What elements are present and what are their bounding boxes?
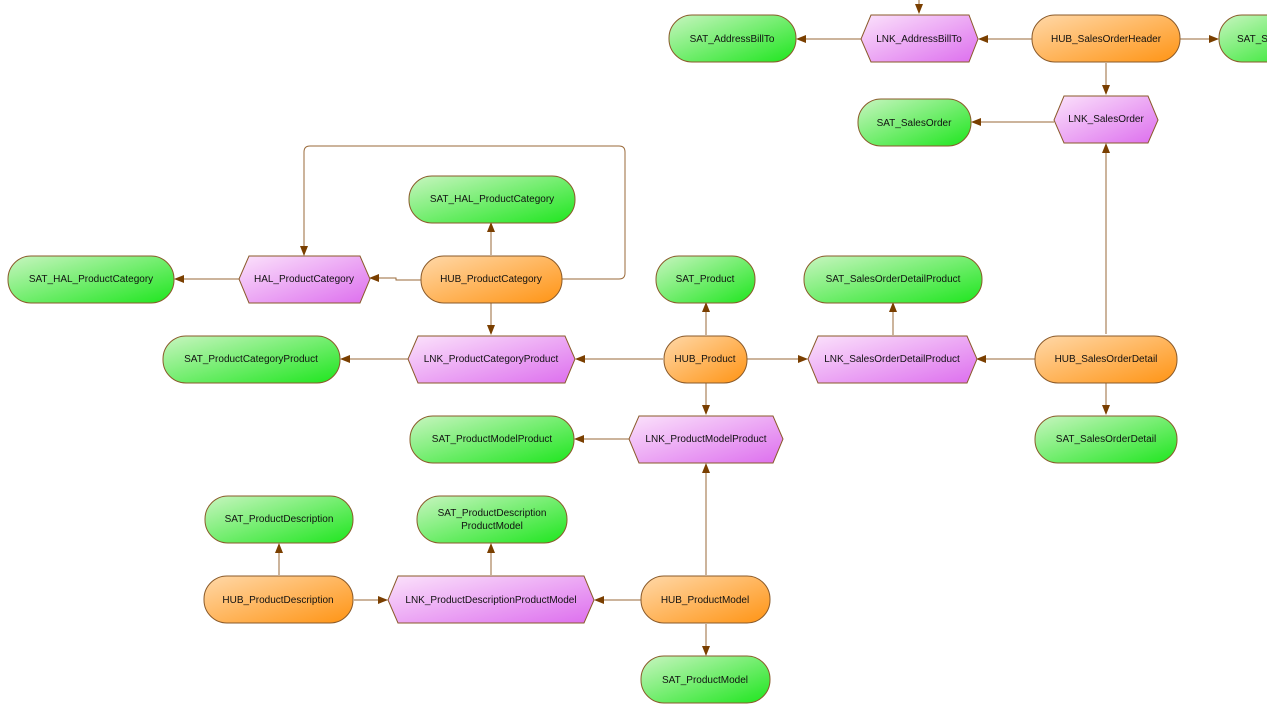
- node-sat-addressbillto[interactable]: SAT_AddressBillTo: [668, 14, 797, 63]
- node-hub-productmodel[interactable]: HUB_ProductModel: [640, 575, 771, 624]
- node-label: HUB_ProductModel: [661, 595, 749, 606]
- node-lnk-productdescriptionproductmodel[interactable]: LNK_ProductDescriptionProductModel: [387, 575, 595, 624]
- node-sat-productcategoryproduct[interactable]: SAT_ProductCategoryProduct: [162, 335, 341, 384]
- node-label: LNK_ProductModelProduct: [645, 434, 766, 445]
- node-sat-productmodel[interactable]: SAT_ProductModel: [640, 655, 771, 704]
- node-sat-productdescriptionproductmodel[interactable]: SAT_ProductDescription ProductModel: [416, 495, 568, 544]
- node-label: SAT_HAL_ProductCategory: [430, 194, 554, 205]
- node-label: SAT_S: [1237, 34, 1267, 45]
- node-label: SAT_ProductModelProduct: [432, 434, 553, 445]
- node-label: SAT_ProductModel: [662, 675, 748, 686]
- node-label: HAL_ProductCategory: [254, 274, 354, 285]
- node-label: SAT_SalesOrderDetailProduct: [826, 274, 961, 285]
- node-label: SAT_SalesOrderDetail: [1056, 434, 1156, 445]
- node-hub-salesorderdetail[interactable]: HUB_SalesOrderDetail: [1034, 335, 1178, 384]
- node-label: SAT_Product: [676, 274, 735, 285]
- node-hub-salesorderheader[interactable]: HUB_SalesOrderHeader: [1031, 14, 1181, 63]
- node-label: HUB_ProductCategory: [440, 274, 542, 285]
- node-sat-salesorder[interactable]: SAT_SalesOrder: [857, 98, 972, 147]
- node-hub-product[interactable]: HUB_Product: [663, 335, 748, 384]
- node-lnk-addressbillto[interactable]: LNK_AddressBillTo: [860, 14, 979, 63]
- node-lnk-salesorderdetailproduct[interactable]: LNK_SalesOrderDetailProduct: [807, 335, 978, 384]
- node-lnk-productcategoryproduct[interactable]: LNK_ProductCategoryProduct: [407, 335, 576, 384]
- node-label-line2: ProductModel: [461, 521, 523, 532]
- node-label: HUB_SalesOrderDetail: [1055, 354, 1158, 365]
- node-sat-hal-productcategory-top[interactable]: SAT_HAL_ProductCategory: [408, 175, 576, 224]
- node-label: SAT_ProductCategoryProduct: [184, 354, 318, 365]
- node-label: HUB_Product: [674, 354, 735, 365]
- node-label-line1: SAT_ProductDescription: [438, 508, 547, 519]
- node-sat-product[interactable]: SAT_Product: [655, 255, 756, 304]
- node-hub-productdescription[interactable]: HUB_ProductDescription: [203, 575, 354, 624]
- nodes: SAT_AddressBillTo LNK_AddressBillTo HUB_…: [7, 14, 1267, 704]
- node-hal-productcategory[interactable]: HAL_ProductCategory: [238, 255, 371, 304]
- node-sat-salesorderdetail[interactable]: SAT_SalesOrderDetail: [1034, 415, 1178, 464]
- node-label: HUB_ProductDescription: [222, 595, 333, 606]
- node-label: SAT_ProductDescription: [225, 514, 334, 525]
- edge: [369, 274, 421, 282]
- node-label: LNK_AddressBillTo: [876, 34, 962, 45]
- node-label: HUB_SalesOrderHeader: [1051, 34, 1162, 45]
- edges: [174, 0, 1219, 656]
- node-label: SAT_AddressBillTo: [690, 34, 775, 45]
- node-sat-s-partial[interactable]: SAT_S: [1218, 14, 1267, 63]
- node-label: LNK_ProductCategoryProduct: [424, 354, 559, 365]
- node-hub-productcategory[interactable]: HUB_ProductCategory: [420, 255, 563, 304]
- node-sat-hal-productcategory-left[interactable]: SAT_HAL_ProductCategory: [7, 255, 175, 304]
- node-label: SAT_HAL_ProductCategory: [29, 274, 153, 285]
- node-sat-productdescription[interactable]: SAT_ProductDescription: [204, 495, 354, 544]
- node-lnk-productmodelproduct[interactable]: LNK_ProductModelProduct: [628, 415, 784, 464]
- edge: [300, 145, 626, 280]
- node-label: SAT_SalesOrder: [877, 118, 953, 129]
- node-lnk-salesorder[interactable]: LNK_SalesOrder: [1053, 95, 1159, 144]
- node-label: LNK_SalesOrder: [1068, 114, 1144, 125]
- node-label: LNK_ProductDescriptionProductModel: [405, 595, 576, 606]
- node-sat-salesorderdetailproduct[interactable]: SAT_SalesOrderDetailProduct: [803, 255, 983, 304]
- node-sat-productmodelproduct[interactable]: SAT_ProductModelProduct: [409, 415, 575, 464]
- node-label: LNK_SalesOrderDetailProduct: [824, 354, 960, 365]
